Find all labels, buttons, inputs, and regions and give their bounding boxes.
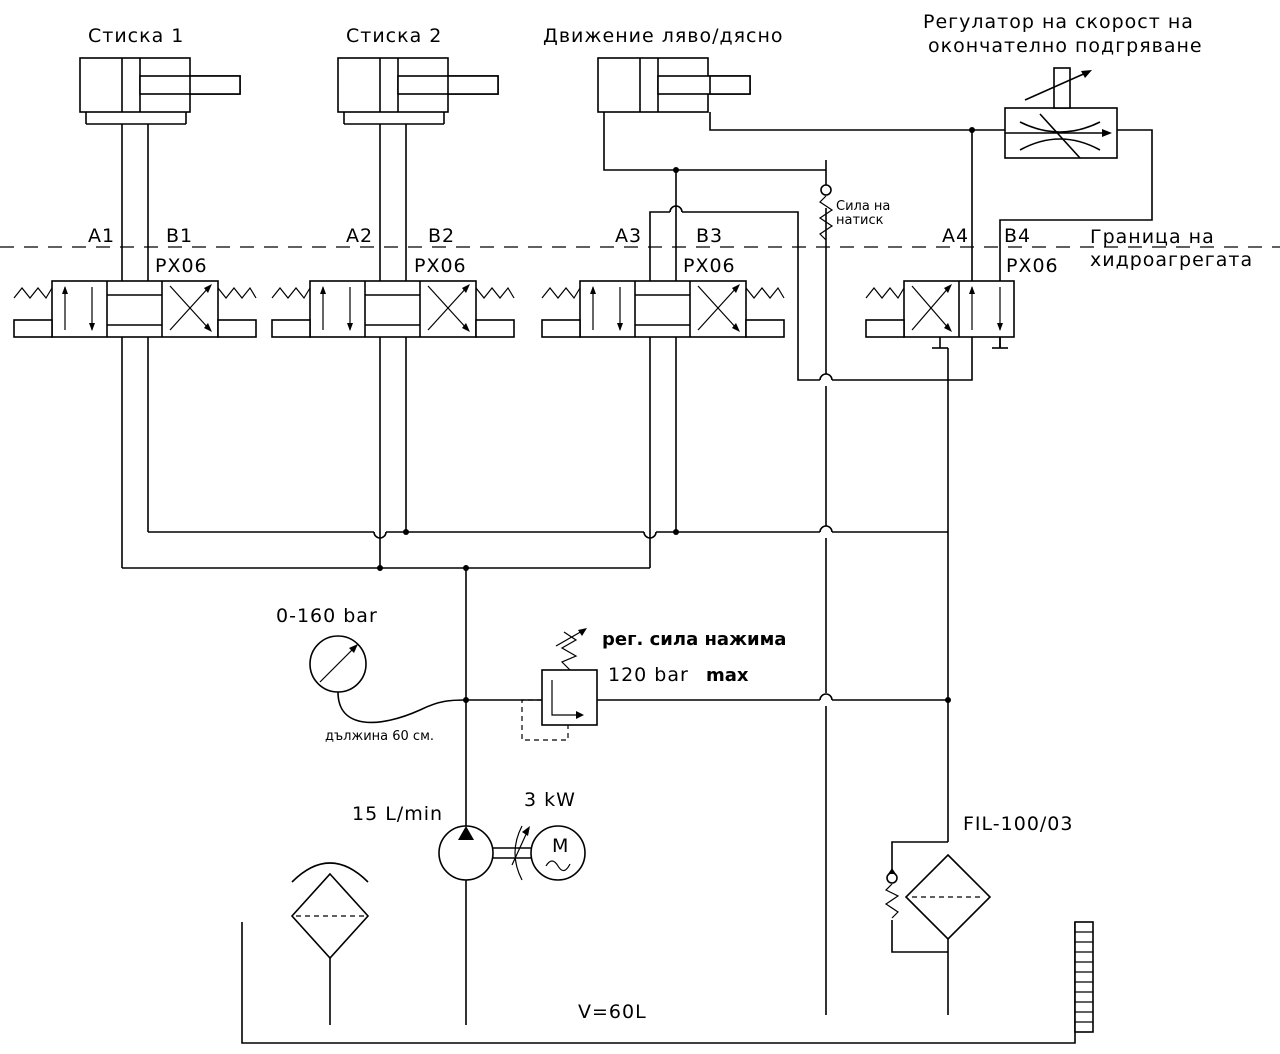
port-b2: B2 — [428, 225, 455, 247]
valve-4-label: PX06 — [1006, 255, 1059, 277]
motor — [530, 825, 586, 881]
border-label-line2: хидроагрегата — [1090, 249, 1253, 271]
valve-1-label: PX06 — [155, 255, 208, 277]
tank — [241, 921, 1094, 1044]
return-filter — [884, 841, 992, 1015]
relief-label: рег. сила нажима — [602, 629, 786, 650]
cylinder-lines — [121, 112, 1153, 568]
cylinder-2-label: Стиска 2 — [346, 25, 442, 47]
port-a4: A4 — [942, 225, 969, 247]
hose-length-label: дължина 60 см. — [325, 729, 434, 744]
relief-valve — [521, 628, 598, 741]
speed-regulator — [1004, 67, 1118, 159]
cylinder-1-label: Стиска 1 — [88, 25, 184, 47]
port-a3: A3 — [615, 225, 642, 247]
power-label: 3 kW — [524, 789, 576, 811]
cylinder-3 — [597, 57, 751, 113]
regulator-label-line2: окончателно подгряване — [928, 35, 1203, 57]
tank-volume-label: V=60L — [578, 1001, 647, 1023]
port-b1: B1 — [166, 225, 193, 247]
valve-3 — [541, 280, 785, 338]
port-a1: A1 — [88, 225, 115, 247]
port-a2: A2 — [346, 225, 373, 247]
flow-label: 15 L/min — [352, 803, 443, 825]
gauge-range-label: 0-160 bar — [276, 605, 378, 627]
pump — [438, 825, 531, 881]
force-spring — [818, 160, 834, 241]
force-label-line2: натиск — [836, 213, 884, 228]
cylinder-3-label: Движение ляво/дясно — [543, 25, 784, 47]
cylinder-1 — [79, 57, 241, 125]
valve-2 — [271, 280, 515, 338]
relief-value-label: 120 bar — [608, 664, 689, 686]
motor-label: M — [552, 835, 569, 857]
relief-max-label: max — [706, 665, 749, 686]
regulator-label-line1: Регулатор на скорост на — [923, 11, 1194, 33]
force-label-line1: Сила на — [836, 199, 890, 214]
valve-1 — [13, 280, 257, 338]
pressure-gauge — [309, 635, 467, 724]
port-b3: B3 — [696, 225, 723, 247]
valve-2-label: PX06 — [414, 255, 467, 277]
port-b4: B4 — [1004, 225, 1031, 247]
cylinder-2 — [337, 57, 499, 125]
suction-strainer — [290, 862, 370, 1025]
filter-label: FIL-100/03 — [963, 813, 1073, 835]
valve-3-label: PX06 — [683, 255, 736, 277]
border-label-line1: Граница на — [1090, 226, 1215, 248]
valve-4 — [865, 280, 1015, 349]
